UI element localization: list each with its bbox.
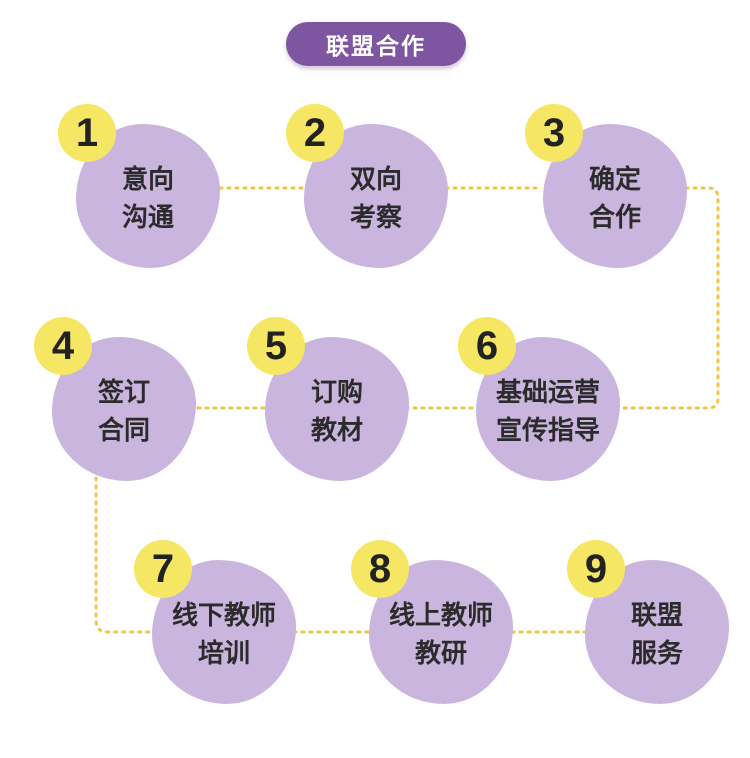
step-label-line2: 考察 bbox=[349, 203, 402, 233]
step-label-line1: 订购 bbox=[310, 378, 363, 408]
step-label-line2: 合同 bbox=[97, 416, 150, 446]
step-number-badge: 5 bbox=[247, 317, 305, 375]
step-number-badge: 1 bbox=[58, 104, 116, 162]
step-number-badge: 6 bbox=[458, 317, 516, 375]
step-label-line1: 基础运营 bbox=[495, 378, 600, 408]
step-label-line2: 教研 bbox=[414, 639, 467, 669]
connector-4-7 bbox=[94, 476, 154, 634]
step-number-badge: 3 bbox=[525, 104, 583, 162]
connector-3-6 bbox=[616, 186, 720, 410]
step-blob: 意向 沟通 bbox=[76, 124, 220, 268]
step-label-line2: 合作 bbox=[588, 203, 641, 233]
step-label-line1: 签订 bbox=[97, 378, 150, 408]
step-number-badge: 4 bbox=[34, 317, 92, 375]
step-label-line1: 确定 bbox=[588, 165, 641, 195]
step-label-line1: 意向 bbox=[121, 165, 174, 195]
step-number-badge: 2 bbox=[286, 104, 344, 162]
page-title: 联盟合作 bbox=[286, 22, 466, 66]
step-label-line1: 线下教师 bbox=[171, 601, 276, 631]
step-number-badge: 7 bbox=[134, 540, 192, 598]
step-label-line2: 教材 bbox=[310, 416, 363, 446]
step-label-line2: 服务 bbox=[630, 639, 683, 669]
step-number-badge: 9 bbox=[567, 540, 625, 598]
step-label-line2: 培训 bbox=[197, 639, 250, 669]
step-label-line1: 联盟 bbox=[630, 601, 683, 631]
step-number-badge: 8 bbox=[351, 540, 409, 598]
step-label-line1: 双向 bbox=[349, 165, 402, 195]
step-label-line1: 线上教师 bbox=[388, 601, 493, 631]
step-label-line2: 宣传指导 bbox=[495, 416, 600, 446]
step-label-line2: 沟通 bbox=[121, 203, 174, 233]
